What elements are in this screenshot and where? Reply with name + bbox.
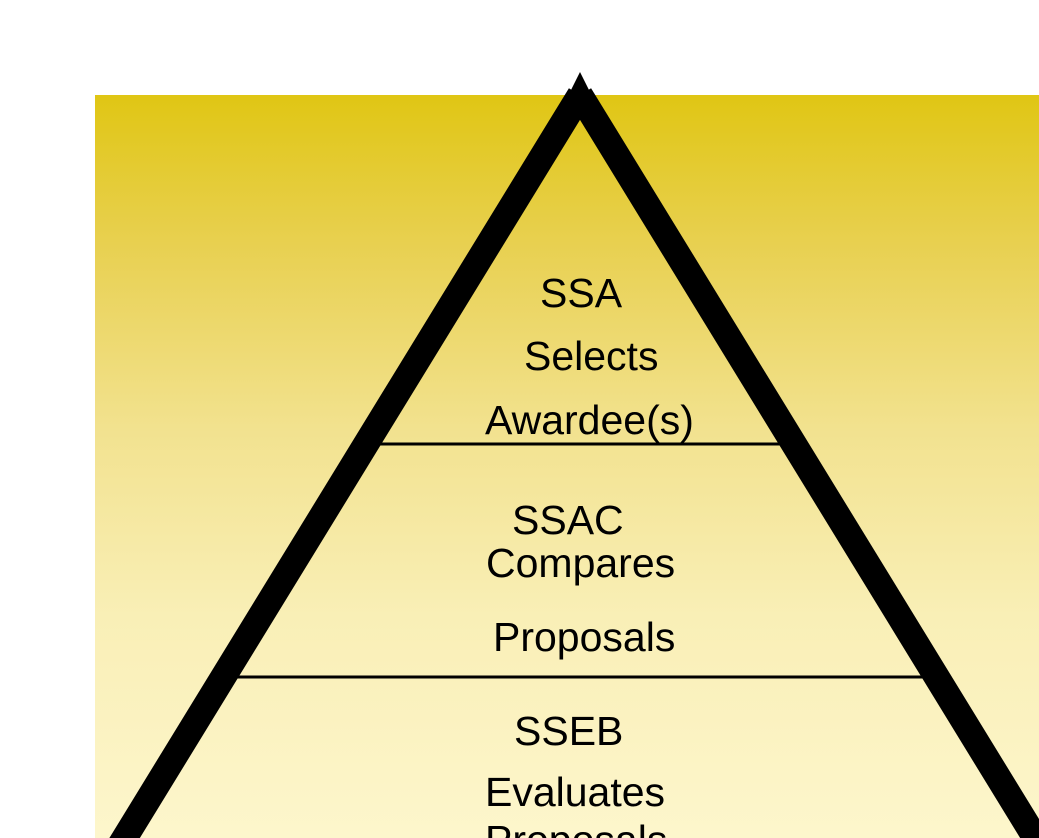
tier-3-role: SSEB — [514, 708, 624, 754]
tier-2-line-2: Proposals — [493, 614, 676, 660]
tier-1-line-2: Awardee(s) — [485, 397, 694, 443]
tier-1-line-1: Selects — [524, 333, 659, 379]
pyramid-right-edge — [568, 88, 1039, 838]
pyramid-left-edge — [109, 88, 592, 838]
tier-2-role: SSAC — [512, 497, 624, 543]
tier-1-role: SSA — [540, 270, 623, 316]
tier-2-line-1: Compares — [486, 540, 676, 586]
tier-3-line-2: Proposals — [485, 820, 667, 838]
background-panel — [95, 95, 1039, 838]
pyramid-apex — [566, 72, 594, 100]
tier-3-line-1: Evaluates — [485, 769, 666, 815]
